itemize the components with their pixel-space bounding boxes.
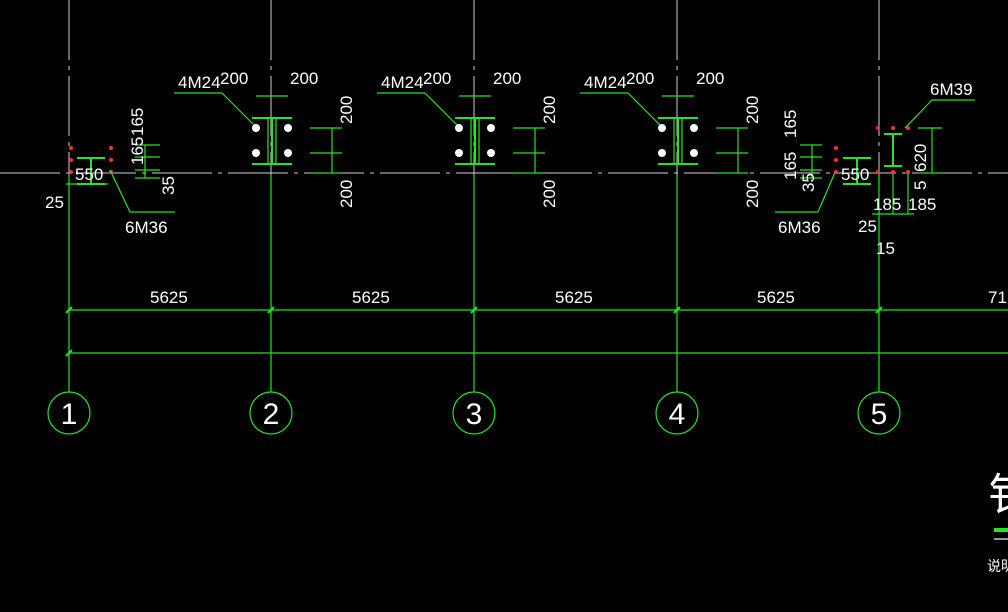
note-label: 说明: [987, 558, 1008, 574]
axis-bubble-5[interactable]: 5: [857, 391, 901, 435]
spacing-a-3: 200: [423, 69, 451, 88]
title-underline: [994, 528, 1008, 532]
dimension-ticks: [65, 306, 883, 357]
spacing-b-2: 200: [290, 69, 318, 88]
axis-bubble-2[interactable]: 2: [249, 391, 293, 435]
axis-label-2: 2: [263, 398, 280, 431]
bolt-spec-4m24-4: 4M24: [584, 73, 627, 92]
edge-35-1: 35: [159, 176, 178, 195]
spacing-a-2: 200: [220, 69, 248, 88]
spacing-v1-2: 200: [337, 96, 356, 124]
axis-bubble-1[interactable]: 1: [47, 391, 91, 435]
edge-15-5: 15: [876, 239, 895, 258]
spacing-v2-2: 200: [337, 180, 356, 208]
edge-25-1: 25: [45, 193, 64, 212]
edge-5-5: 5: [911, 181, 930, 190]
spacing-b-4: 200: [696, 69, 724, 88]
axis-label-5: 5: [871, 398, 888, 431]
bay-dim-1: 5625: [150, 288, 188, 307]
bolt-spec-4m24-3: 4M24: [381, 73, 424, 92]
spacing-b-3: 200: [493, 69, 521, 88]
plate-width-5: 550: [841, 165, 869, 184]
edge-165a-1: 165: [128, 137, 147, 165]
axis-label-1: 1: [61, 398, 78, 431]
bay-dim-2: 5625: [352, 288, 390, 307]
axis-bubble-4[interactable]: 4: [655, 391, 699, 435]
base-detail-axis-2[interactable]: [174, 92, 342, 174]
spacing-v2-4: 200: [743, 180, 762, 208]
base-detail-axis-3[interactable]: [377, 92, 545, 174]
bolt-markers-axis-5: [834, 126, 910, 174]
axis-label-3: 3: [466, 398, 483, 431]
bolt-spec-4m24-2: 4M24: [178, 73, 221, 92]
base-detail-axis-4[interactable]: [580, 92, 748, 174]
bolt-spec-6m39-5: 6M39: [930, 80, 973, 99]
bolt-markers-axis-1: [69, 146, 113, 174]
spacing-v1-3: 200: [540, 96, 559, 124]
axis-bubble-3[interactable]: 3: [452, 391, 496, 435]
spacing-v1-4: 200: [743, 96, 762, 124]
bolts-axis-2: [252, 124, 292, 157]
edge-35-5: 35: [799, 173, 818, 192]
bay-dim-partial: 71: [988, 288, 1007, 307]
bay-dim-4: 5625: [757, 288, 795, 307]
base-detail-axis-5[interactable]: [775, 99, 975, 215]
edge-185b-5: 185: [908, 195, 936, 214]
edge-165b-5: 165: [781, 110, 800, 138]
bolt-spec-6m36-1: 6M36: [125, 218, 168, 237]
bolts-axis-3: [455, 124, 495, 157]
bolts-axis-4: [658, 124, 698, 157]
bay-dim-3: 5625: [555, 288, 593, 307]
bolt-spec-6m36-5: 6M36: [778, 218, 821, 237]
edge-620-5: 620: [911, 144, 930, 172]
spacing-a-4: 200: [626, 69, 654, 88]
spacing-v2-3: 200: [540, 180, 559, 208]
base-detail-axis-1[interactable]: [66, 144, 175, 213]
edge-25-5: 25: [858, 217, 877, 236]
plate-width-1: 550: [75, 165, 103, 184]
edge-185a-5: 185: [873, 195, 901, 214]
axis-label-4: 4: [669, 398, 686, 431]
edge-165a-5: 165: [781, 152, 800, 180]
axis-leader-lines: [68, 175, 880, 392]
title-glyph: 钅: [988, 471, 1008, 520]
edge-165b-1: 165: [128, 108, 147, 136]
